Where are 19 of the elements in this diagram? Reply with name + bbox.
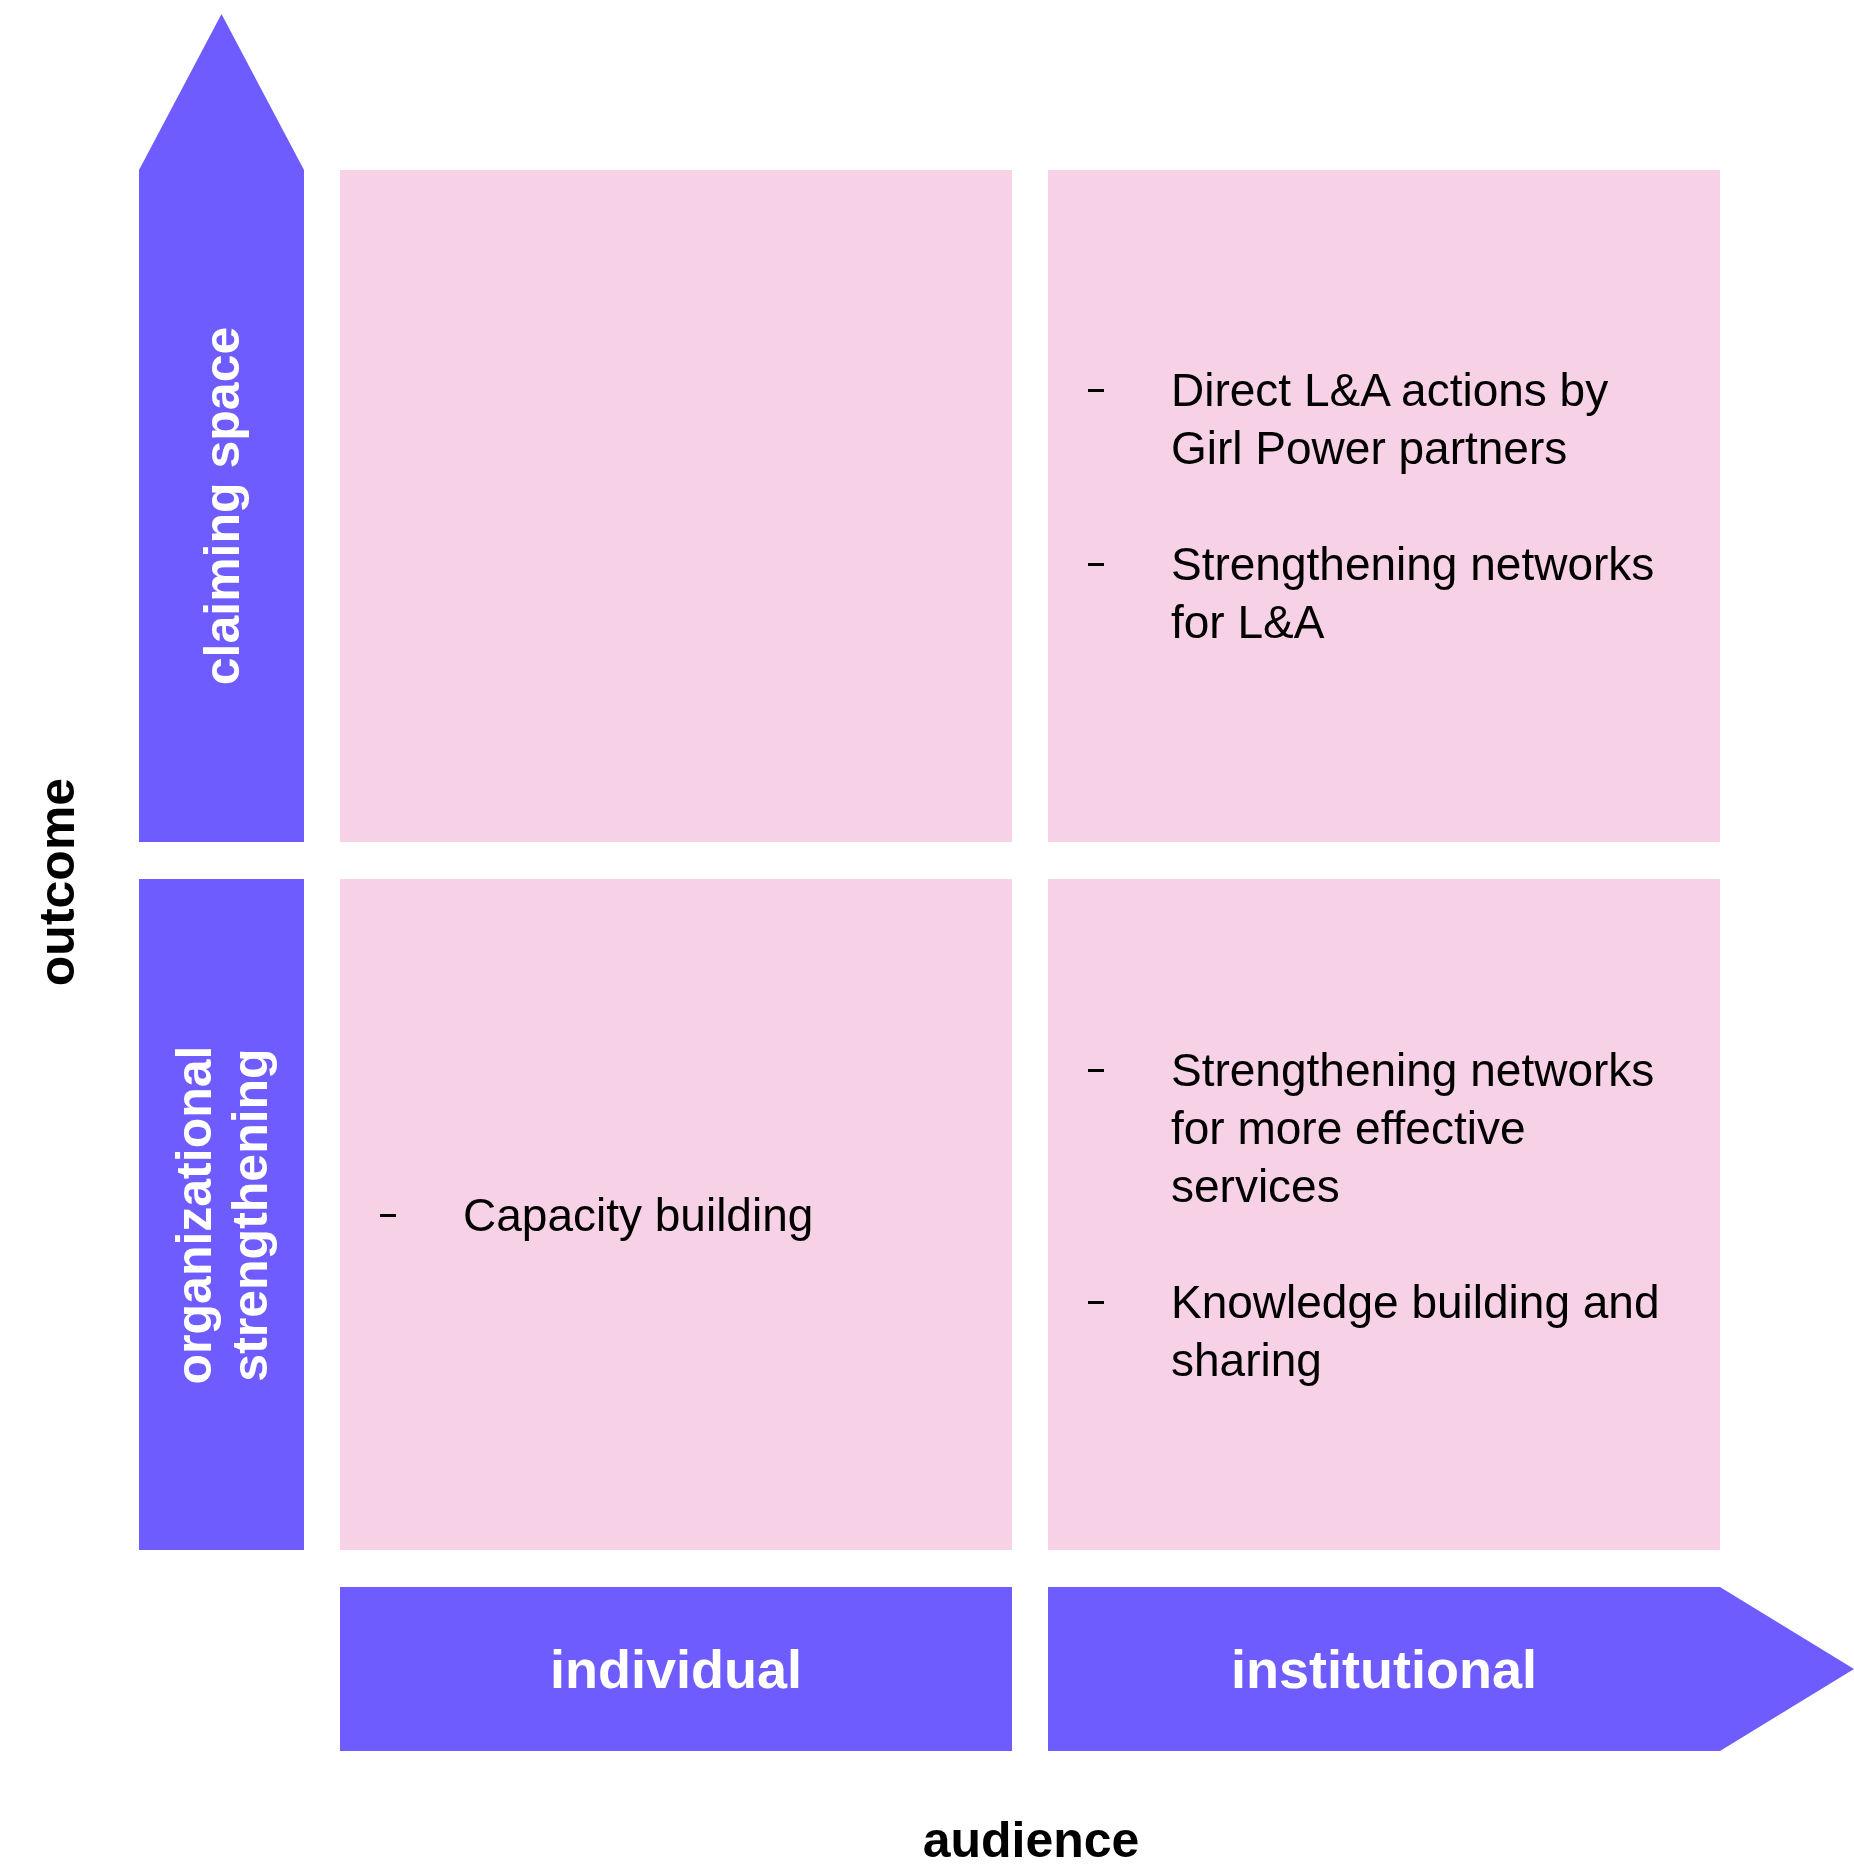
axis-category: organizational strengthening (165, 1044, 278, 1386)
axis-arrow (1048, 1587, 1854, 1751)
axis-category: claiming space (193, 325, 250, 688)
bullet-text: Capacity building (463, 1187, 815, 1243)
matrix-cell (340, 879, 1012, 1550)
bullet-text: Knowledge building and sharing (1171, 1274, 1661, 1388)
axis-title: audience (922, 1812, 1140, 1868)
axis-arrow (139, 14, 304, 842)
axis-band (340, 1587, 1012, 1751)
matrix-cell (1048, 170, 1720, 842)
axis-category: individual (550, 1637, 802, 1701)
matrix-cell (340, 170, 1012, 842)
bullet-text: Strengthening networks for more effective services (1171, 1042, 1656, 1214)
axis-title: outcome (29, 777, 85, 987)
matrix-cell (1048, 879, 1720, 1550)
bullet-text: Strengthening networks for L&A (1171, 537, 1656, 650)
axis-band (139, 879, 304, 1550)
axis-category: institutional (1231, 1637, 1537, 1701)
bullet-text: Direct L&A actions by Girl Power partners (1171, 363, 1610, 476)
